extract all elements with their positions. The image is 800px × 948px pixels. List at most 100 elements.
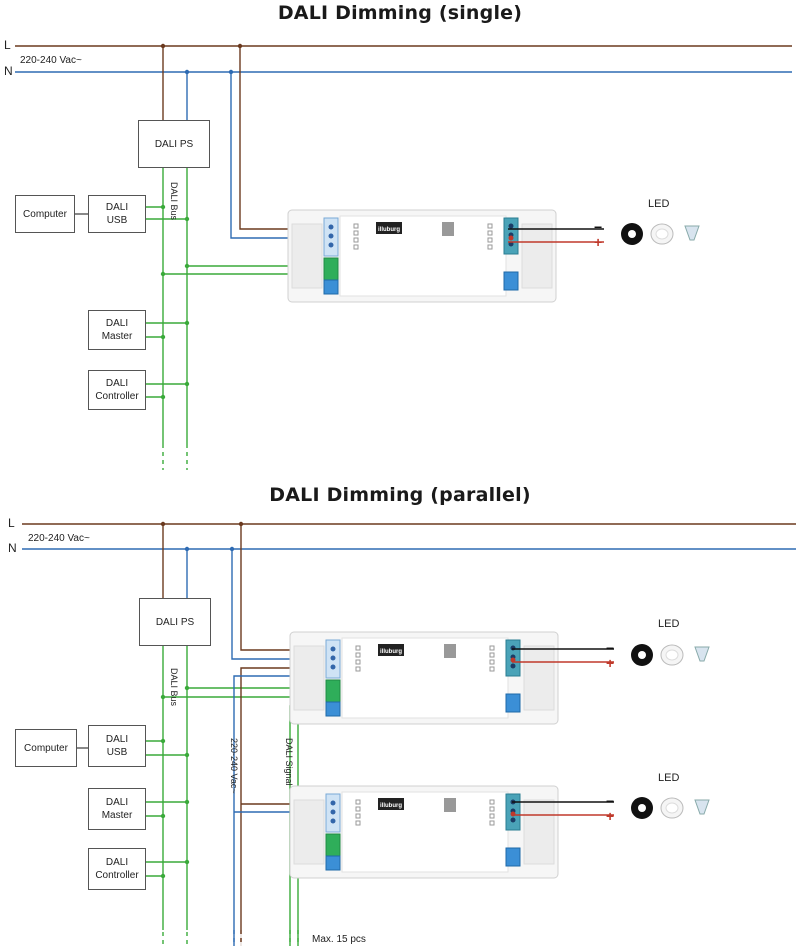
led-label-2b: LED [658, 772, 680, 784]
dali-master-box: DALI Master [88, 310, 146, 350]
dali-usb-box: DALI USB [88, 195, 146, 233]
dali-ps-box-2: DALI PS [139, 598, 211, 646]
output-mark [489, 652, 495, 658]
junction-dot [184, 546, 190, 552]
computer-label: Computer [23, 208, 67, 220]
junction-dot [160, 43, 166, 49]
terminal-lever [325, 701, 341, 717]
driver-endcap-right [523, 645, 555, 711]
junction-dot [184, 381, 190, 387]
terminal-lever [323, 279, 339, 295]
spot-bulb-icon [684, 225, 700, 241]
terminal-mark [355, 652, 361, 658]
junction-dot [229, 546, 235, 552]
vac-vertical-label: 220-240 Vac~ [229, 738, 239, 794]
led-driver-2: illuburg [289, 631, 559, 725]
brand-text: illuburg [380, 803, 402, 809]
dali-usb-line1: DALI [105, 202, 129, 213]
junction-dot [160, 873, 166, 879]
led-minus-sign: − [594, 219, 603, 235]
led-driver-3: illuburg [289, 785, 559, 879]
input-screw [330, 800, 336, 806]
dali-controller-line2: Controller [95, 391, 139, 402]
output-mark [489, 666, 495, 672]
title-parallel: DALI Dimming (parallel) [269, 484, 531, 506]
led-label-2a: LED [658, 618, 680, 630]
terminal-mark [355, 806, 361, 812]
dali-controller-line2-2: Controller [95, 870, 139, 881]
junction-dot [184, 799, 190, 805]
output-lever [503, 271, 519, 291]
qr-code-icon [442, 222, 454, 236]
title-single: DALI Dimming (single) [277, 2, 523, 24]
junction-dot [184, 263, 190, 269]
dali-controller-box: DALI Controller [88, 370, 146, 410]
output-screw [508, 241, 514, 247]
output-lever [505, 847, 521, 867]
led-minus-sign-2b: − [606, 793, 615, 809]
line-l-label-2: L [8, 516, 15, 530]
driver-endcap-left [291, 223, 323, 289]
brand-text: illuburg [380, 649, 402, 655]
computer-box-2: Computer [15, 729, 77, 767]
input-screw [330, 646, 336, 652]
led-minus-sign-2a: − [606, 640, 615, 656]
output-mark [489, 806, 495, 812]
junction-dot [160, 334, 166, 340]
dali-master-line2-2: Master [101, 810, 133, 821]
brand-text: illuburg [378, 227, 400, 233]
dali-usb-line2: USB [106, 215, 128, 226]
output-mark [489, 820, 495, 826]
spot-bulb-icon [694, 646, 710, 662]
terminal-mark [355, 666, 361, 672]
junction-dot [184, 859, 190, 865]
junction-dot [184, 320, 190, 326]
output-plus-screw [510, 657, 516, 663]
qr-code-icon [444, 644, 456, 658]
computer-box: Computer [15, 195, 75, 233]
output-mark [487, 237, 493, 243]
dali-ps-label-2: DALI PS [155, 616, 195, 628]
dali-master-line1: DALI [105, 318, 129, 329]
dali-bus-label: DALI Bus [169, 182, 179, 221]
output-screw [508, 223, 514, 229]
driver-cover [341, 791, 509, 873]
output-mark [489, 799, 495, 805]
dali-master-line2: Master [101, 331, 133, 342]
terminal-mark [355, 813, 361, 819]
output-mark [489, 659, 495, 665]
led-strip-hub [638, 804, 646, 812]
terminal-mark [355, 799, 361, 805]
output-plus-screw [508, 235, 514, 241]
output-screw [510, 663, 516, 669]
junction-dot [160, 271, 166, 277]
input-screw [330, 664, 336, 670]
junction-dot [160, 813, 166, 819]
junction-dot [184, 685, 190, 691]
output-plus-screw [510, 811, 516, 817]
driver-endcap-left [293, 799, 325, 865]
led-plus-sign-2a: + [606, 655, 615, 671]
output-mark [487, 223, 493, 229]
led-label: LED [648, 198, 670, 210]
spot-bulb-icon [694, 799, 710, 815]
output-mark [487, 230, 493, 236]
led-strip-hub [638, 651, 646, 659]
downlight-lens [665, 649, 679, 661]
terminal-mark [353, 244, 359, 250]
junction-dot [160, 738, 166, 744]
led-driver-1: illuburg [287, 209, 557, 303]
brand-plate [378, 644, 404, 656]
terminal-mark [353, 223, 359, 229]
dali-controller-line1: DALI [105, 378, 129, 389]
output-screw [510, 817, 516, 823]
voltage-label-2: 220-240 Vac~ [28, 533, 90, 544]
junction-dot [160, 694, 166, 700]
led-plus-sign: + [594, 234, 603, 250]
terminal-mark [353, 237, 359, 243]
terminal-mark [355, 645, 361, 651]
input-screw [330, 818, 336, 824]
